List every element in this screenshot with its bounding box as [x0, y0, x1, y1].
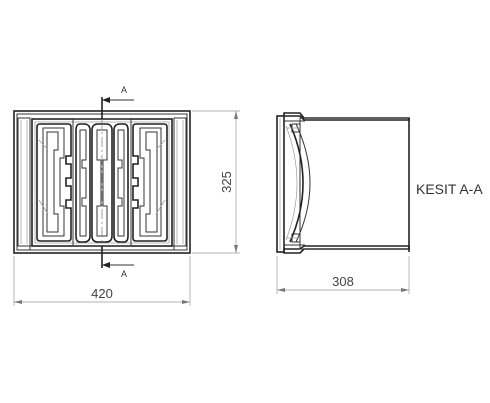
right-grate-pattern — [132, 123, 168, 242]
section-grate-curve — [289, 123, 304, 243]
depth-dimension-value: 308 — [332, 274, 354, 289]
height-dimension-value: 325 — [219, 171, 234, 193]
arrowhead-icon — [102, 262, 110, 268]
section-marker-bottom: A — [121, 269, 127, 279]
width-dimension-value: 420 — [91, 286, 113, 301]
section-label: KESIT A-A — [416, 181, 483, 197]
section-left-flange — [276, 115, 285, 253]
right-side-rail — [173, 117, 187, 247]
front-view: A A 420 325 — [13, 85, 240, 306]
section-cut-line — [101, 97, 134, 268]
section-marker-top: A — [121, 85, 127, 95]
section-view: 308 KESIT A-A — [276, 112, 483, 294]
section-body — [299, 117, 410, 250]
left-grate-pattern — [36, 123, 72, 242]
left-side-rail — [17, 117, 31, 247]
arrowhead-icon — [102, 97, 110, 103]
section-top-wall — [283, 112, 410, 121]
depth-dimension-line — [276, 256, 410, 294]
height-dimension-line — [192, 110, 240, 254]
width-dimension-line — [13, 256, 191, 306]
